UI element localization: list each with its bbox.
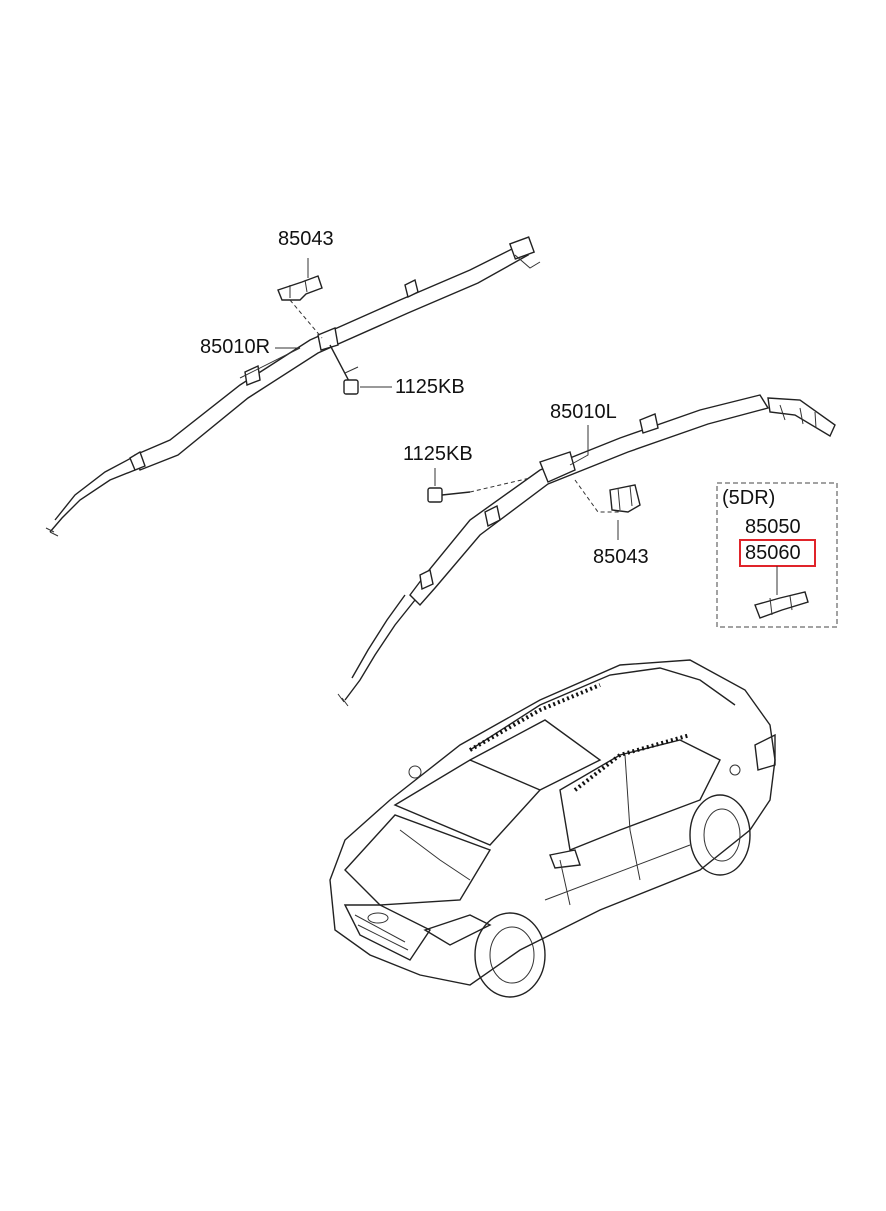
label-bracket-top: 85043 xyxy=(278,228,334,250)
label-airbag-right: 85010R xyxy=(200,336,270,358)
curtain-airbag-right[interactable] xyxy=(45,236,541,537)
variant-5dr-group xyxy=(716,482,838,628)
bracket-top[interactable] xyxy=(277,275,323,301)
curtain-airbag-left[interactable] xyxy=(337,394,836,707)
vehicle-illustration xyxy=(329,659,776,998)
label-bolt-left: 1125KB xyxy=(403,443,473,465)
label-variant-title: (5DR) xyxy=(722,487,775,509)
label-variant-part-a: 85050 xyxy=(745,516,801,538)
label-variant-part-b[interactable]: 85060 xyxy=(745,542,801,564)
bracket-bottom[interactable] xyxy=(609,484,641,513)
bolt-left[interactable] xyxy=(427,477,531,503)
label-bracket-bottom: 85043 xyxy=(593,546,649,568)
label-airbag-left: 85010L xyxy=(550,401,617,423)
bolt-right[interactable] xyxy=(329,344,359,395)
label-bolt-right: 1125KB xyxy=(395,376,465,398)
variant-bracket[interactable] xyxy=(754,591,809,619)
